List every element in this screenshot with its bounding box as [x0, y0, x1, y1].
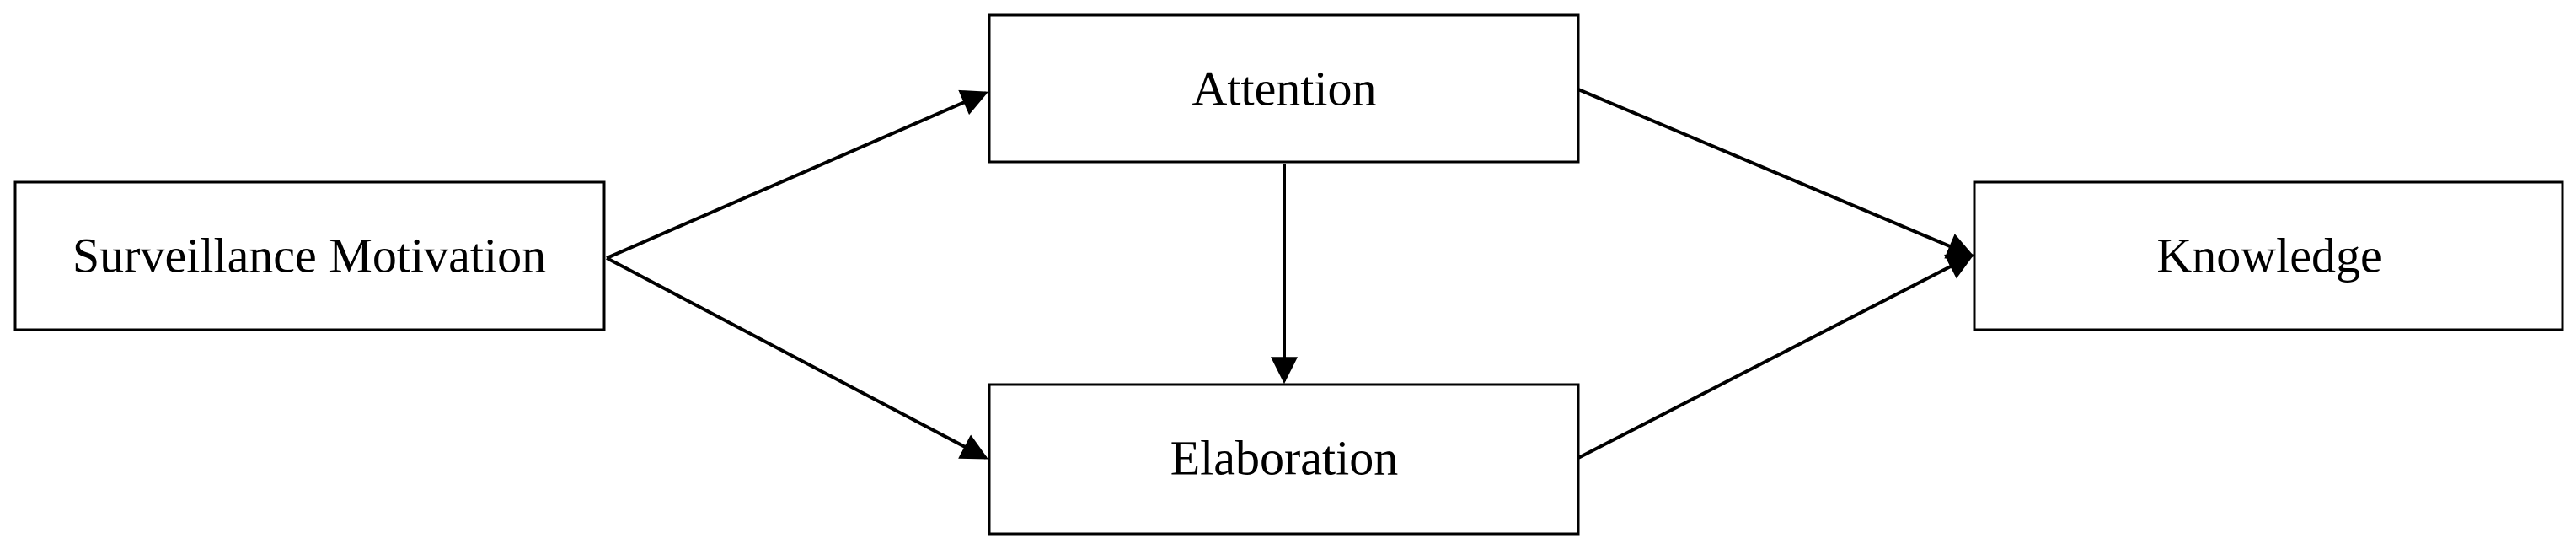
- node-box: [1973, 180, 2564, 331]
- edges: [606, 88, 1974, 460]
- node-attention: Attention: [988, 13, 1580, 164]
- node-label-elaboration: Elaboration: [1170, 431, 1399, 486]
- node-box: [13, 180, 606, 331]
- node-label-knowledge: Knowledge: [2156, 229, 2381, 283]
- node-label-surveillance-motivation: Surveillance Motivation: [72, 229, 546, 283]
- node-box: [988, 383, 1580, 536]
- arrow-elaboration-to-knowledge: [1577, 254, 1974, 460]
- node-label-attention: Attention: [1192, 62, 1376, 116]
- node-elaboration: Elaboration: [988, 383, 1580, 536]
- node-box: [988, 13, 1580, 164]
- arrow-surveillance-to-attention: [606, 89, 988, 260]
- node-surveillance-motivation: Surveillance Motivation: [13, 180, 606, 331]
- arrow-attention-to-knowledge: [1577, 88, 1974, 259]
- arrow-surveillance-to-elaboration: [606, 256, 988, 460]
- node-knowledge: Knowledge: [1973, 180, 2564, 331]
